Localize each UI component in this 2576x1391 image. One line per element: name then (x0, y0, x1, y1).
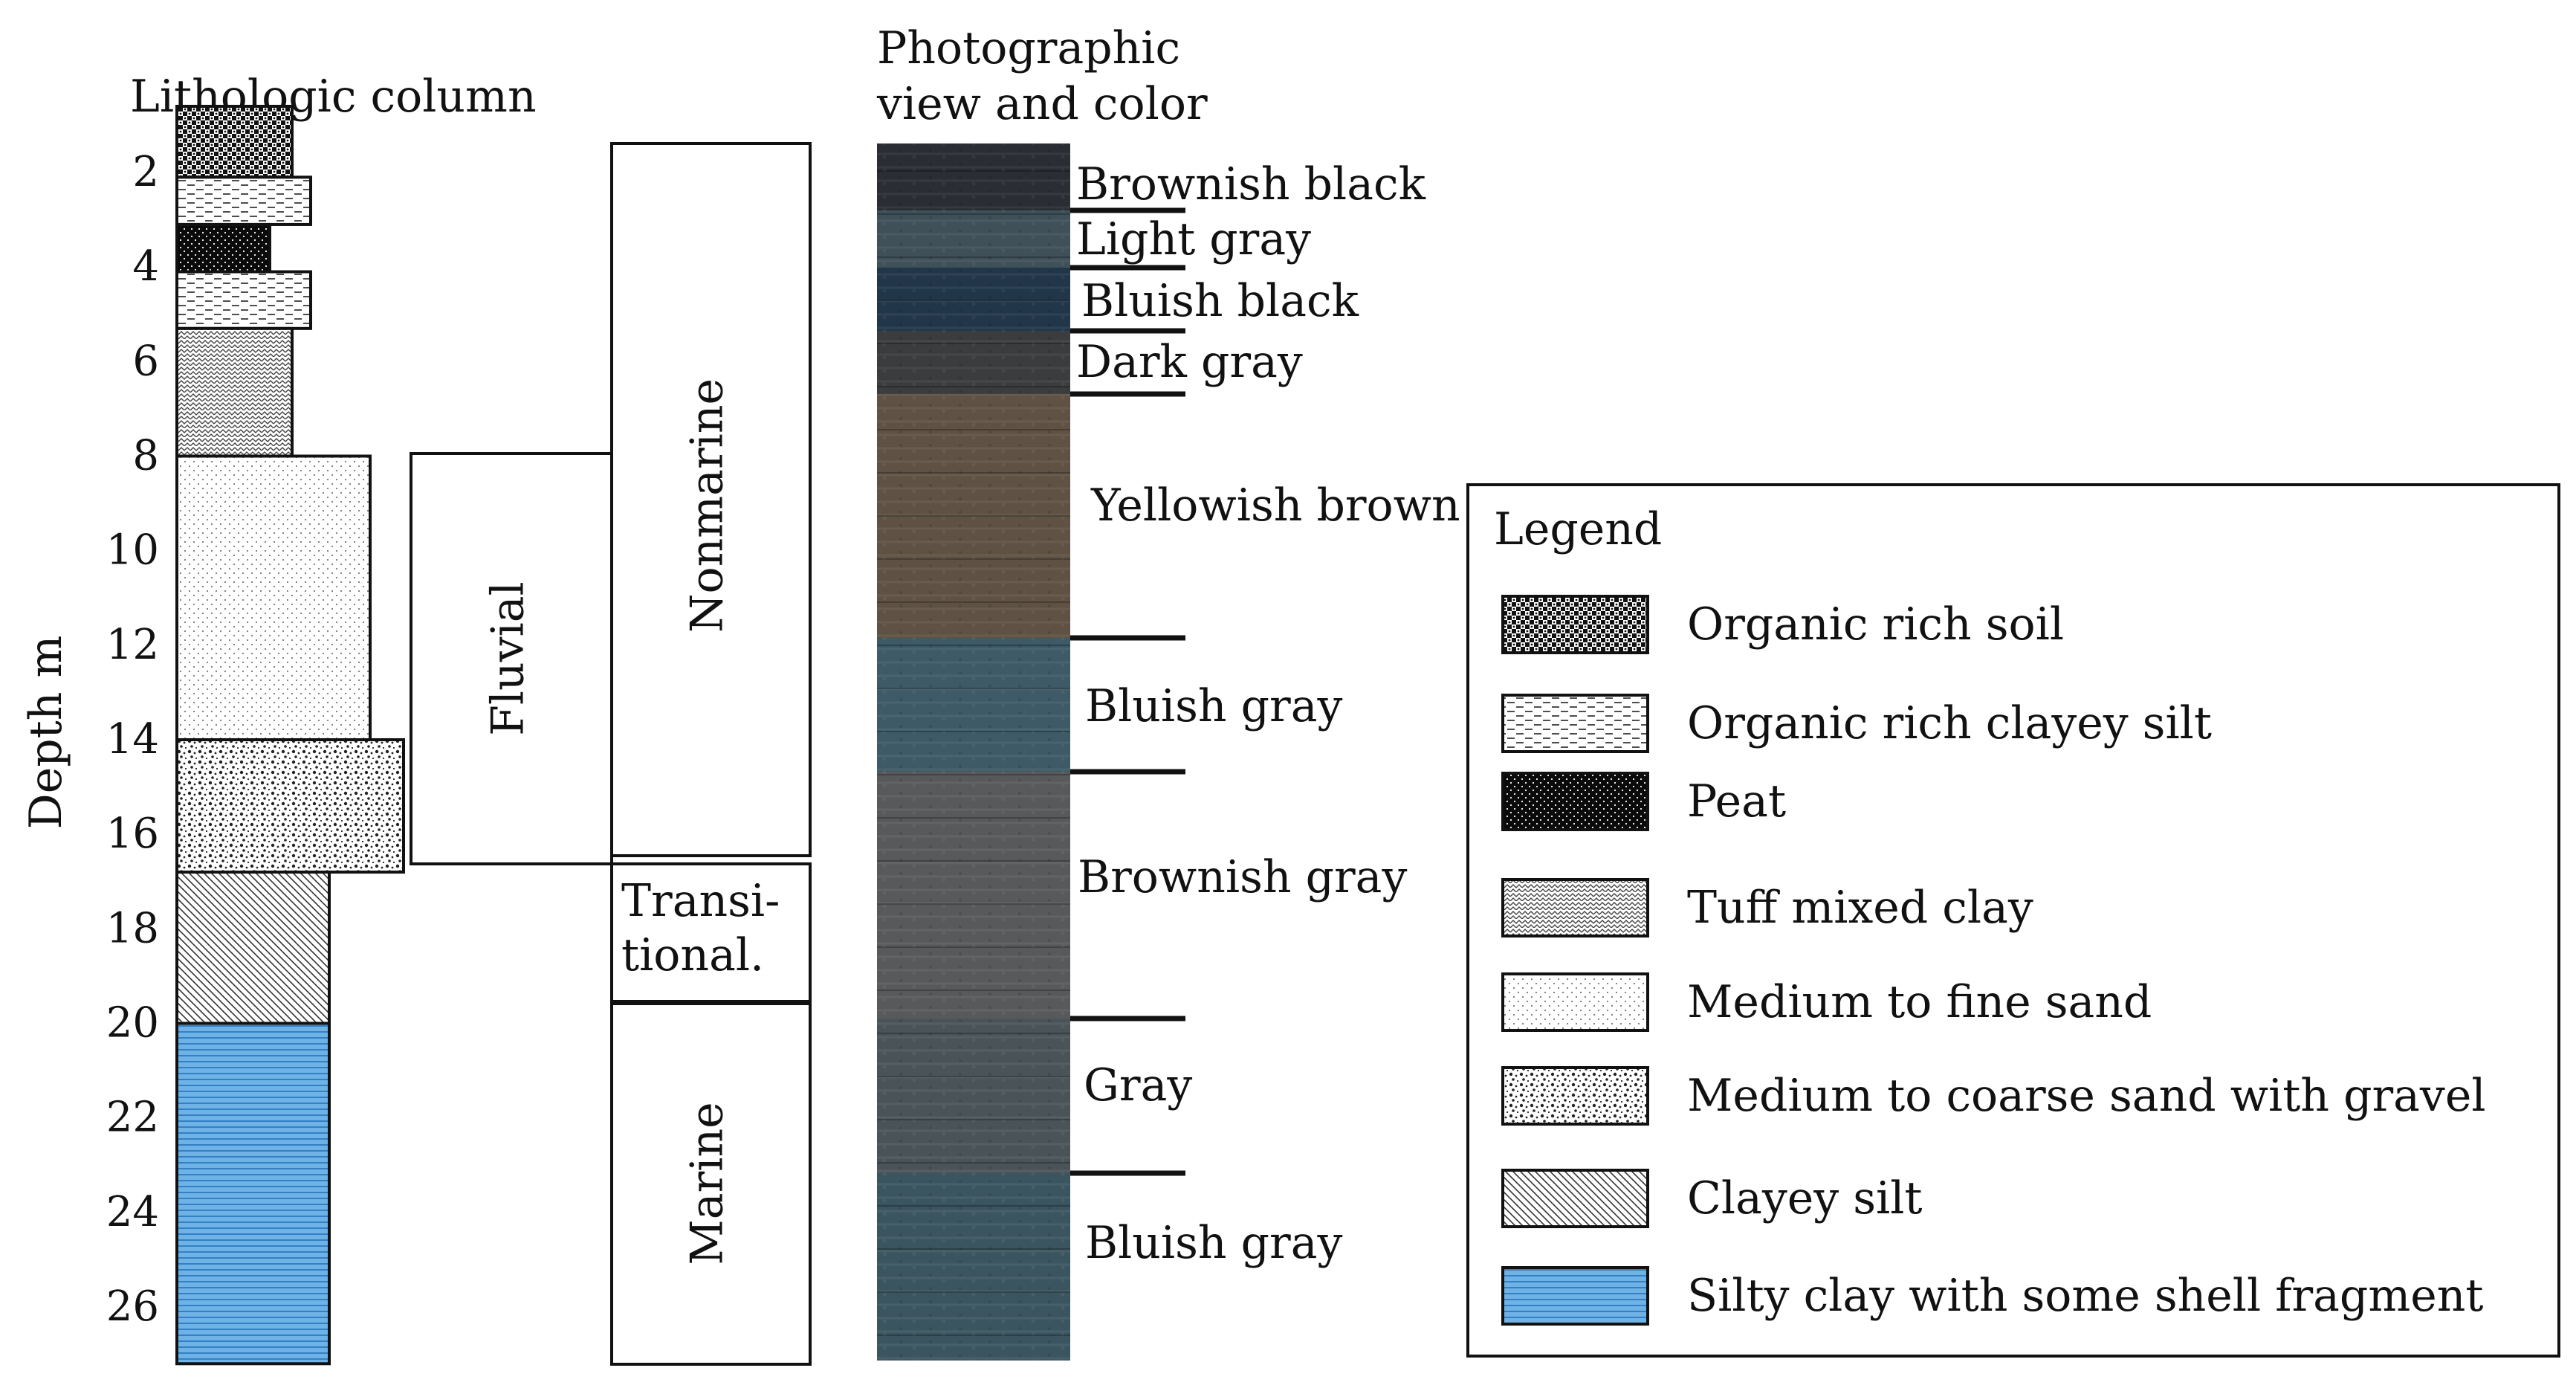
lithology-layer-tuff-mixed-clay (175, 326, 294, 458)
marine-label: Marine (682, 1102, 734, 1265)
environment-columns: Fluvial Nonmarine Transi- tional. Marine (410, 142, 812, 1366)
legend-item-label: Medium to coarse sand with gravel (1687, 1070, 2486, 1122)
depth-tick-label: 4 (132, 242, 159, 291)
photo-title-line2: view and color (876, 78, 1208, 130)
depth-tick-label: 16 (106, 810, 159, 858)
core-segment-texture (877, 210, 1070, 268)
legend-item-label: Organic rich clayey silt (1687, 697, 2212, 749)
legend-item-label: Silty clay with some shell fragment (1687, 1270, 2483, 1322)
lithology-layer-organic-rich-clayey-silt (175, 175, 312, 226)
core-photo-column (877, 143, 1070, 1361)
legend-item-label: Organic rich soil (1687, 598, 2064, 651)
depth-tick-label: 12 (106, 621, 159, 669)
core-color-label: Bluish gray (1085, 1217, 1342, 1269)
depth-tick-label: 10 (106, 526, 159, 575)
depth-tick-label: 18 (106, 904, 159, 952)
lithology-layer-organic-rich-soil (175, 104, 294, 179)
fluvial-box (410, 452, 613, 865)
depth-tick-label: 20 (106, 999, 159, 1048)
lithology-layer-organic-rich-clayey-silt (175, 270, 312, 330)
legend-swatch-organic-rich-soil (1501, 595, 1649, 654)
transitional-label-line2: tional. (621, 929, 764, 981)
legend-swatch-medium-to-fine-sand (1501, 972, 1649, 1032)
core-color-label: Bluish gray (1085, 680, 1342, 732)
core-color-label: Bluish black (1081, 275, 1359, 327)
legend-item-label: Tuff mixed clay (1687, 882, 2033, 934)
legend-swatch-tuff-mixed-clay (1501, 878, 1649, 937)
legend-swatch-organic-rich-clayey-silt (1501, 694, 1649, 753)
core-color-label: Gray (1084, 1059, 1192, 1111)
depth-tick-label: 2 (132, 148, 159, 196)
nonmarine-box (610, 142, 812, 857)
core-segment-texture (877, 638, 1070, 772)
core-segment-texture (877, 394, 1070, 638)
core-segment-texture (877, 331, 1070, 394)
depth-tick-label: 26 (106, 1282, 159, 1331)
transitional-box (610, 862, 812, 1003)
lithology-layer-silty-clay-with-shell (175, 1022, 331, 1366)
legend-swatch-peat (1501, 772, 1649, 831)
depth-tick-label: 14 (106, 715, 159, 764)
depth-tick-label: 6 (132, 337, 159, 385)
legend-item-label: Clayey silt (1687, 1172, 1923, 1224)
legend-item-label: Peat (1687, 775, 1786, 827)
core-color-label: Light gray (1076, 213, 1311, 265)
marine-box (610, 1002, 812, 1366)
core-segment-texture (877, 772, 1070, 1019)
photo-title-line1: Photographic (877, 22, 1180, 74)
core-color-label: Brownish black (1076, 158, 1426, 210)
depth-tick-label: 24 (106, 1188, 159, 1236)
legend-swatch-clayey-silt (1501, 1169, 1649, 1228)
fluvial-label: Fluvial (482, 581, 534, 736)
transitional-label-line1: Transi- (621, 875, 780, 927)
legend-title: Legend (1494, 503, 1662, 555)
core-segment-texture (877, 1173, 1070, 1361)
legend-swatch-medium-to-coarse-sand-with-gravel (1501, 1066, 1649, 1126)
core-boundary-ticks (1070, 207, 1185, 1176)
lithology-layer-peat (175, 222, 271, 274)
legend-box (1466, 483, 2560, 1358)
lithologic-column (175, 104, 405, 1366)
nonmarine-label: Nonmarine (682, 378, 734, 633)
legend-item-label: Medium to fine sand (1687, 976, 2152, 1028)
depth-axis-label: Depth m (20, 636, 72, 830)
depth-tick-label: 8 (132, 432, 159, 480)
lithology-layer-clayey-silt (175, 871, 331, 1025)
lithology-layer-medium-to-fine-sand (175, 454, 372, 741)
core-segment-texture (877, 1019, 1070, 1173)
legend-swatch-silty-clay-with-shell (1501, 1266, 1649, 1326)
core-segment-texture (877, 143, 1070, 210)
core-color-label: Yellowish brown (1090, 480, 1460, 532)
core-color-label: Dark gray (1076, 336, 1303, 388)
core-color-label: Brownish gray (1078, 851, 1407, 903)
lithology-layer-medium-to-coarse-sand-with-gravel (175, 738, 405, 874)
core-segment-texture (877, 268, 1070, 331)
depth-tick-label: 22 (106, 1094, 159, 1142)
